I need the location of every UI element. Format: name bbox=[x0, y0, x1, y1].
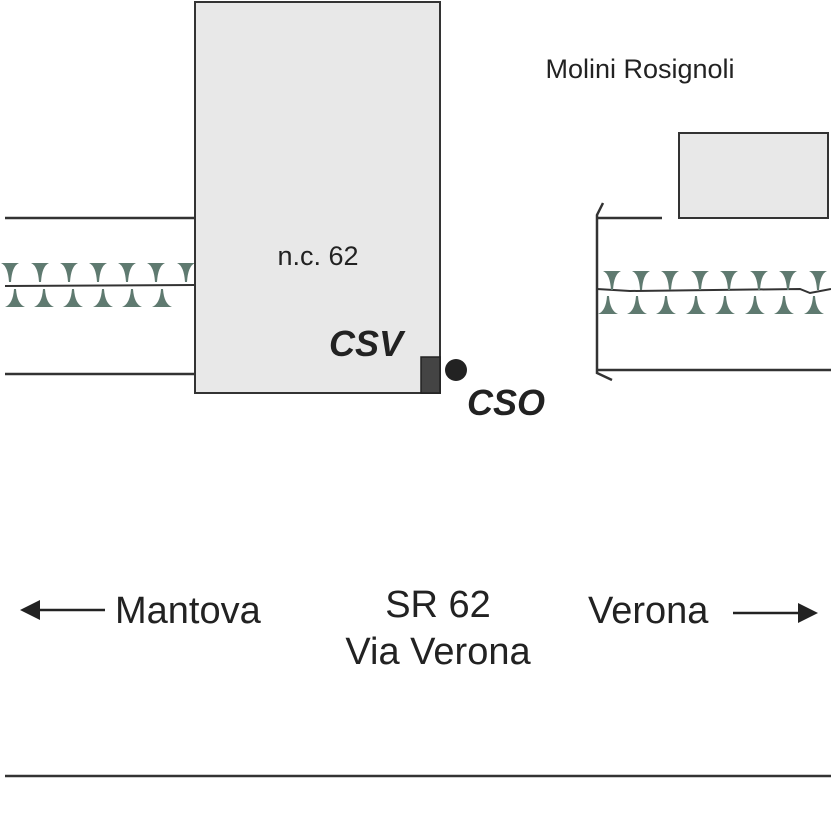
building-label: n.c. 62 bbox=[277, 241, 358, 271]
hedge-tick-icon bbox=[31, 263, 49, 282]
hedge-tick-icon bbox=[627, 296, 647, 314]
hedge-tick-icon bbox=[715, 296, 735, 314]
hedge-tick-icon bbox=[745, 296, 765, 314]
hedge-tick-icon bbox=[118, 263, 136, 282]
left-hedge-line bbox=[4, 284, 196, 287]
hedge-tick-icon bbox=[122, 289, 142, 307]
west-label: Mantova bbox=[115, 590, 262, 632]
hedge-tick-icon bbox=[93, 289, 113, 307]
cso-marker bbox=[445, 359, 467, 381]
arrow-west-icon bbox=[20, 600, 105, 620]
csv-marker bbox=[420, 356, 441, 394]
hedge-tick-icon bbox=[750, 271, 768, 290]
hedge-tick-icon bbox=[804, 296, 824, 314]
place-label: Molini Rosignoli bbox=[545, 54, 734, 84]
boundary-lines bbox=[4, 202, 831, 778]
right-boundary-edge bbox=[595, 202, 613, 382]
hedge-tick-icon bbox=[720, 271, 738, 290]
hedge-tick-icon bbox=[603, 271, 621, 290]
arrow-east-icon bbox=[733, 603, 818, 623]
east-label: Verona bbox=[588, 590, 709, 632]
hedge-tick-icon bbox=[686, 296, 706, 314]
road-name: SR 62 bbox=[385, 584, 491, 626]
hedge-tick-icon bbox=[661, 271, 679, 290]
hedge-tick-icon bbox=[152, 289, 172, 307]
hedge-symbols bbox=[1, 263, 827, 314]
building-nc62 bbox=[194, 1, 441, 394]
hedge-tick-icon bbox=[63, 289, 83, 307]
hedge-tick-icon bbox=[598, 296, 618, 314]
hedge-tick-icon bbox=[60, 263, 78, 282]
hedge-tick-icon bbox=[809, 271, 827, 290]
hedge-tick-icon bbox=[774, 296, 794, 314]
hedge-tick-icon bbox=[691, 271, 709, 290]
right-hedge-line bbox=[596, 287, 831, 295]
hedge-tick-icon bbox=[5, 289, 25, 307]
hedge-tick-icon bbox=[34, 289, 54, 307]
hedge-tick-icon bbox=[656, 296, 676, 314]
hedge-tick-icon bbox=[1, 263, 19, 282]
cso-label: CSO bbox=[467, 382, 545, 423]
building-small bbox=[678, 132, 829, 219]
csv-label: CSV bbox=[329, 323, 406, 364]
hedge-tick-icon bbox=[89, 263, 107, 282]
hedge-tick-icon bbox=[632, 271, 650, 290]
hedge-tick-icon bbox=[177, 263, 195, 282]
hedge-tick-icon bbox=[779, 271, 797, 290]
road-street: Via Verona bbox=[345, 631, 531, 673]
hedge-tick-icon bbox=[147, 263, 165, 282]
